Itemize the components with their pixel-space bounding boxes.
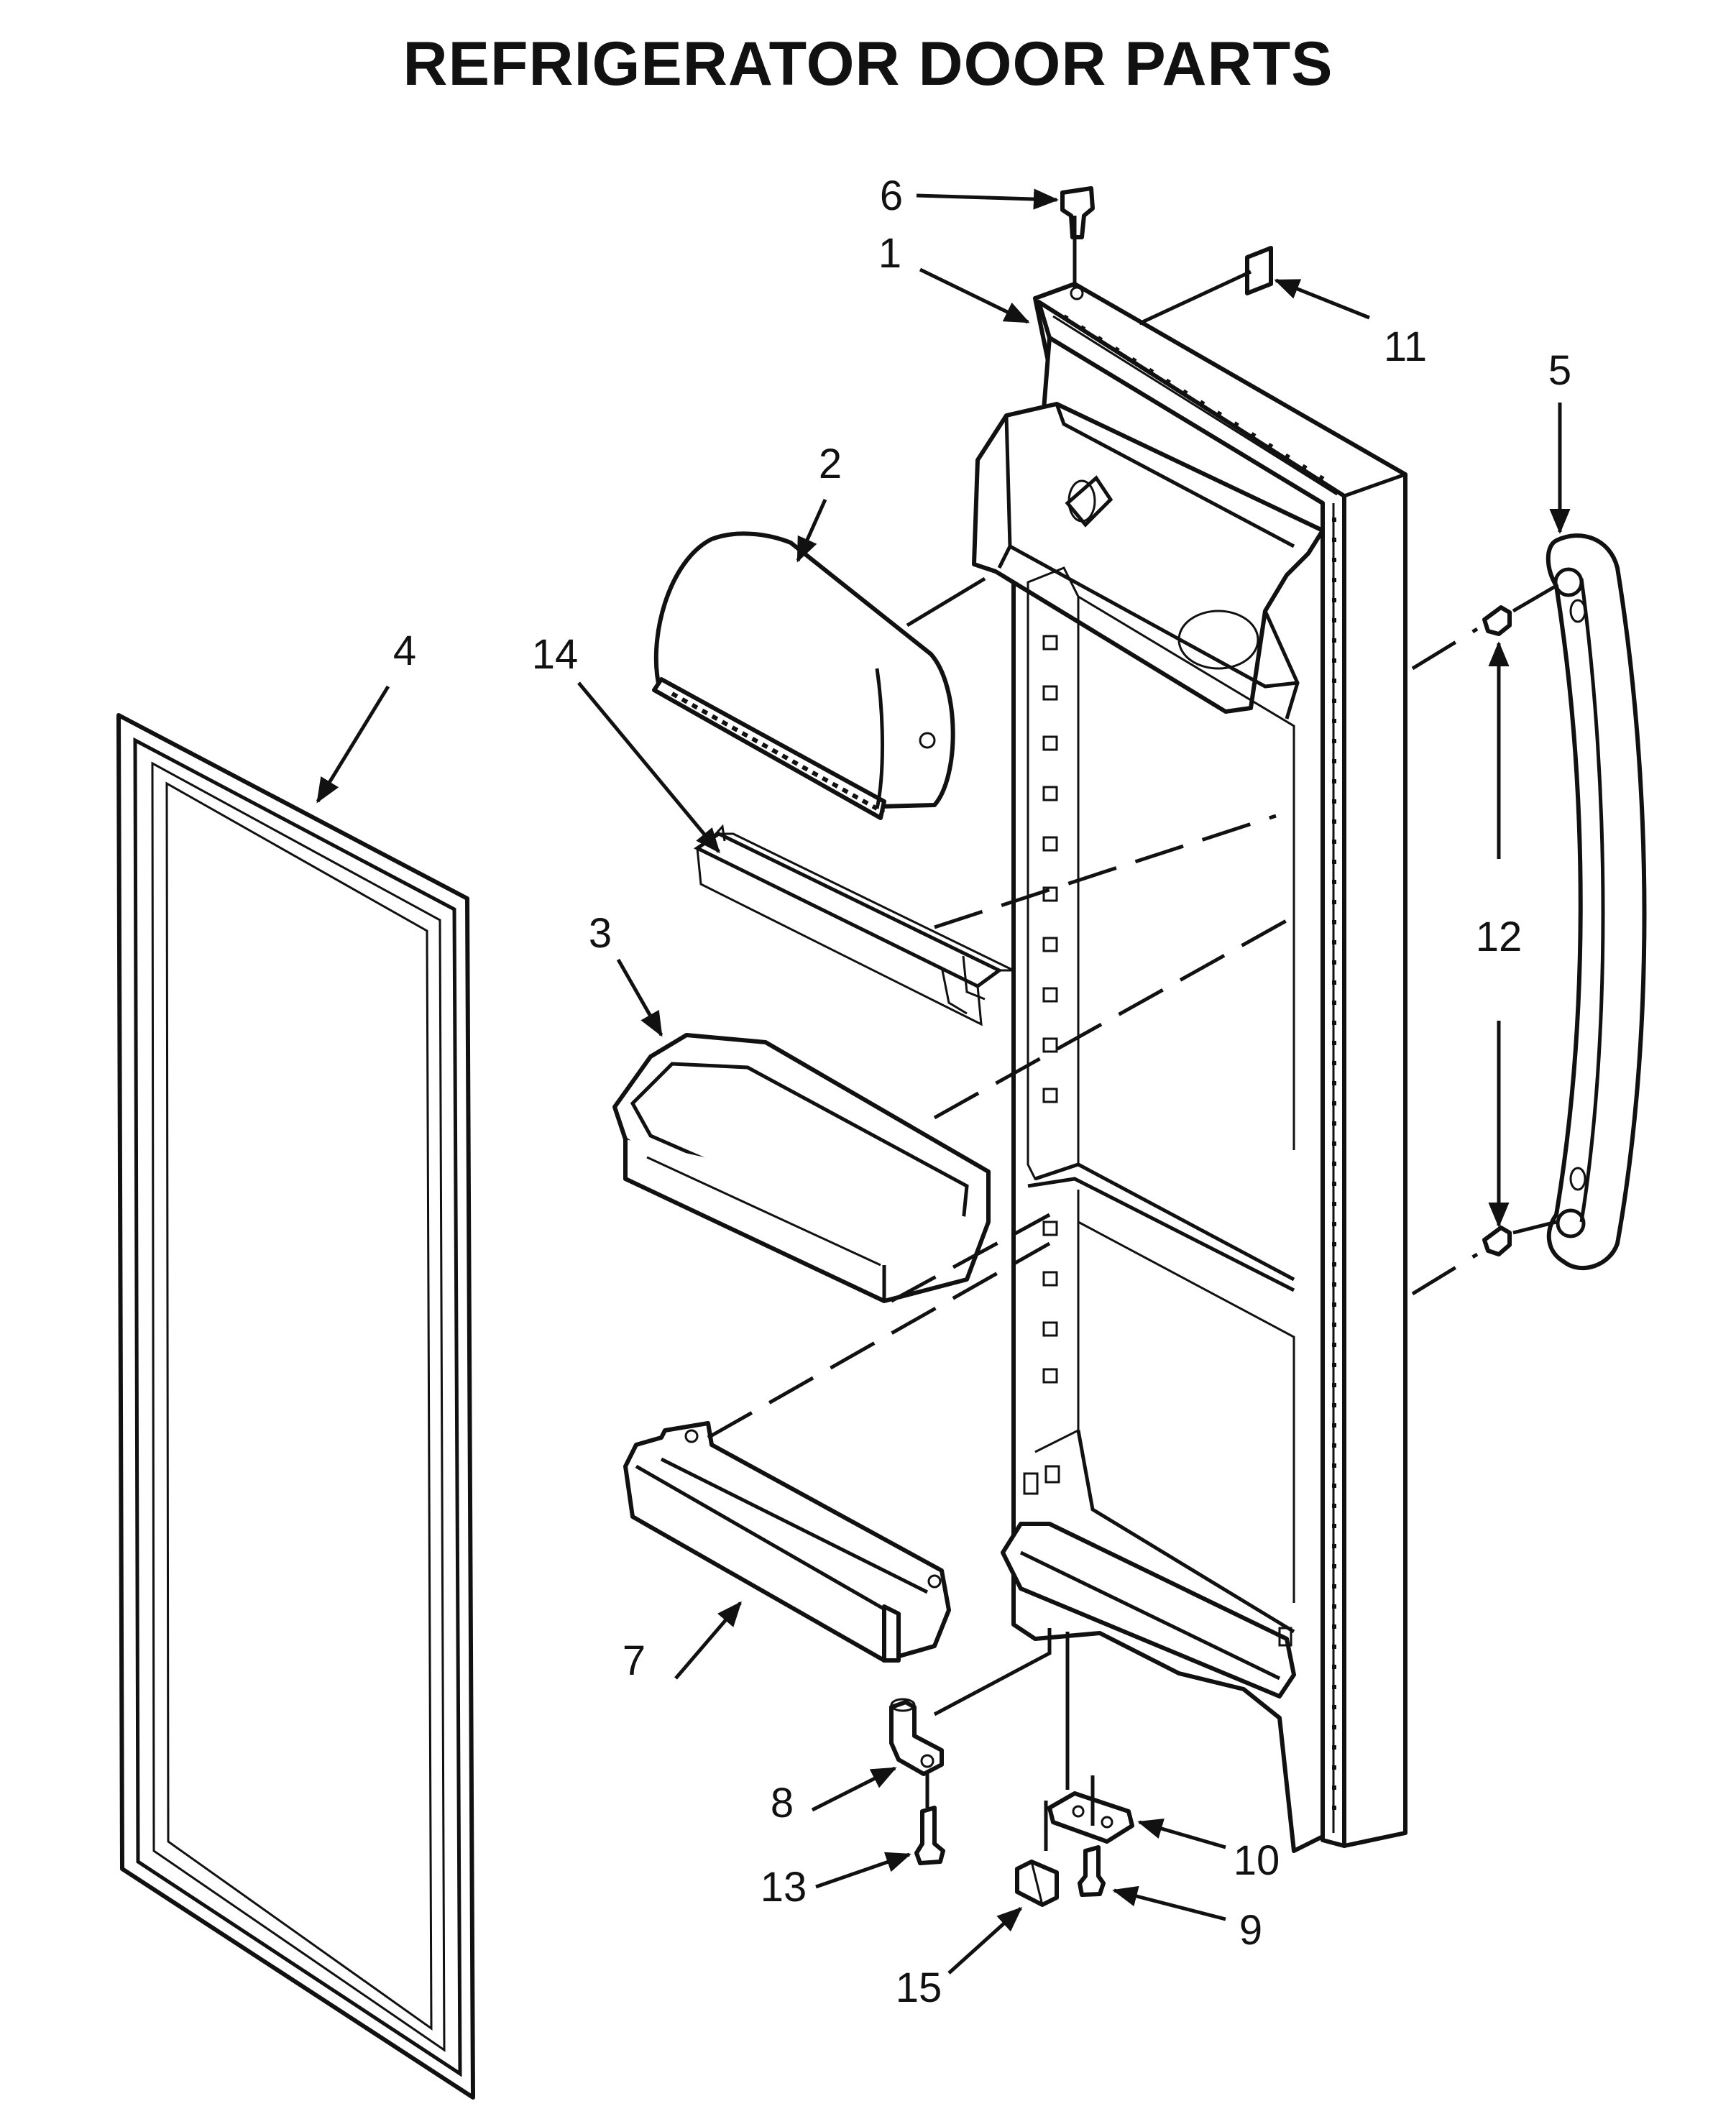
- callout-1: 1: [878, 230, 901, 277]
- shelf-support-bumps: [1023, 635, 1292, 1647]
- door-plug: [1060, 186, 1095, 300]
- callout-15: 15: [896, 1964, 942, 2011]
- callout-12: 12: [1476, 914, 1523, 960]
- door-gasket: [116, 713, 475, 2100]
- callout-5: 5: [1548, 347, 1571, 394]
- callout-10: 10: [1234, 1837, 1280, 1884]
- callout-11: 11: [1384, 323, 1427, 370]
- bracket-screw: [1078, 1845, 1106, 1897]
- hinge-screw: [914, 1806, 945, 1865]
- door-shim: [1015, 1860, 1059, 1907]
- door-bin: [612, 1033, 991, 1303]
- callout-3: 3: [589, 910, 612, 957]
- callout-2: 2: [819, 441, 842, 487]
- page-title: REFRIGERATOR DOOR PARTS: [403, 29, 1333, 98]
- door-liner: [972, 282, 1407, 1853]
- callout-13: 13: [761, 1864, 807, 1911]
- callout-9: 9: [1239, 1907, 1262, 1954]
- callout-8: 8: [771, 1780, 794, 1826]
- callout-labels: 6 1 11 5 2 14 4 3 12 7 8 10 13 9 15: [393, 173, 1571, 2011]
- callout-14: 14: [532, 631, 579, 678]
- wire-shelf-rack: [694, 824, 1014, 1026]
- callout-4: 4: [393, 628, 416, 674]
- door-label: [1245, 246, 1273, 295]
- bottom-door-bin: [623, 1421, 951, 1663]
- door-handle: [1546, 533, 1647, 1270]
- handle-screws: [1482, 605, 1512, 1256]
- callout-6: 6: [880, 173, 903, 219]
- callout-7: 7: [623, 1637, 646, 1684]
- dairy-door-cover: [652, 531, 955, 820]
- assembly-lines: [707, 216, 1558, 1851]
- door-hinge: [889, 1698, 944, 1776]
- callout-arrows: [316, 188, 1571, 1975]
